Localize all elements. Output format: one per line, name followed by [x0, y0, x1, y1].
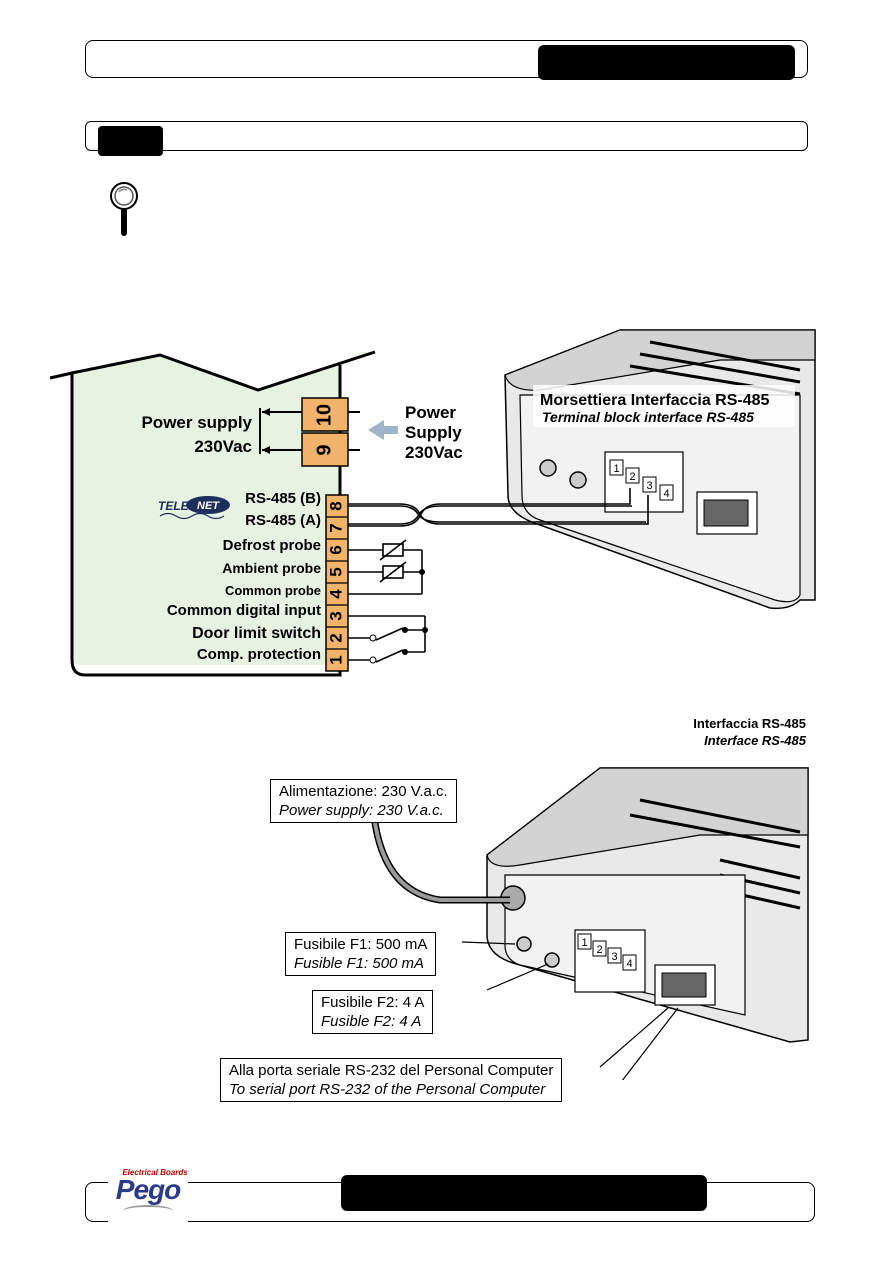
arrow-left-icon	[368, 420, 398, 440]
terminal-8-label: RS-485 (B)	[245, 490, 321, 507]
device-title-en: Terminal block interface RS-485	[542, 409, 754, 425]
svg-text:4: 4	[663, 488, 669, 500]
svg-text:3: 3	[611, 951, 617, 963]
interface-block-1: 1	[577, 933, 592, 950]
header-title-bar	[538, 45, 795, 80]
terminal-2-number: 2	[326, 633, 345, 642]
svg-text:NET: NET	[197, 500, 220, 512]
section-frame	[85, 121, 808, 151]
pego-logo-swirl-icon	[123, 1205, 173, 1217]
callout-fuse-f2-it: Fusibile F2: 4 A	[321, 994, 425, 1011]
device-block-3: 3	[642, 476, 657, 493]
interface-title-en: Interface RS-485	[704, 733, 806, 748]
callout-rs232-it: Alla porta seriale RS-232 del Personal C…	[229, 1062, 554, 1079]
callout-rs232-en: To serial port RS-232 of the Personal Co…	[229, 1081, 546, 1098]
interface-block-3: 3	[607, 947, 622, 964]
pego-logo-wordmark: Pego	[115, 1174, 181, 1205]
probe-wiring	[348, 539, 423, 595]
callout-fuse-f1-it: Fusibile F1: 500 mA	[294, 936, 428, 953]
callout-rs232: Alla porta seriale RS-232 del Personal C…	[220, 1058, 563, 1102]
terminal-10-number: 10	[313, 404, 335, 426]
callout-power-supply-it: Alimentazione: 230 V.a.c.	[279, 783, 448, 800]
terminal-8-number: 8	[326, 501, 345, 510]
svg-text:2: 2	[596, 944, 602, 956]
terminal-3-number: 3	[326, 611, 345, 620]
terminal-1-number: 1	[326, 655, 345, 664]
power-supply-right-2: Supply	[405, 423, 462, 442]
svg-text:TELE: TELE	[158, 499, 190, 513]
device-block-2: 2	[625, 467, 640, 484]
svg-text:4: 4	[626, 958, 632, 970]
power-supply-right-1: Power	[405, 403, 456, 422]
power-supply-right-3: 230Vac	[405, 443, 463, 462]
svg-text:2: 2	[629, 471, 635, 483]
telenet-logo: TELE NET	[158, 496, 230, 520]
fuse-f1-icon	[516, 936, 532, 952]
power-supply-label: Power supply	[141, 413, 252, 432]
callout-fuse-f2-en: Fusible F2: 4 A	[321, 1013, 422, 1030]
device-block-1: 1	[609, 459, 624, 476]
interface-illustration: 1 2 3 4	[368, 767, 809, 1080]
svg-text:1: 1	[581, 937, 587, 949]
callout-fuse-f1-en: Fusible F1: 500 mA	[294, 955, 425, 972]
callout-fuse-f2: Fusibile F2: 4 A Fusible F2: 4 A	[312, 990, 434, 1034]
terminal-5-number: 5	[326, 567, 345, 576]
magnifier-icon	[110, 182, 138, 236]
terminal-7-number: 7	[326, 523, 345, 532]
terminal-2-label: Door limit switch	[192, 625, 321, 642]
wiring-diagram: 1 2 3 4 Morsettiera Interfaccia RS-485 T…	[49, 329, 816, 677]
terminal-4-label: Common probe	[225, 583, 321, 598]
terminal-7-label: RS-485 (A)	[245, 512, 321, 529]
rs485-device-illustration: 1 2 3 4 Morsettiera Interfaccia RS-485 T…	[504, 329, 816, 610]
interface-block-4: 4	[622, 954, 637, 971]
device-title-it: Morsettiera Interfaccia RS-485	[540, 392, 770, 409]
power-supply-voltage: 230Vac	[194, 437, 252, 456]
callout-power-supply-en: Power supply: 230 V.a.c.	[279, 802, 444, 819]
device-block-4: 4	[659, 484, 674, 501]
terminal-9-number: 9	[313, 444, 335, 455]
terminal-5-label: Ambient probe	[222, 560, 321, 576]
svg-text:1: 1	[613, 463, 619, 475]
fuse-f2-icon	[544, 952, 560, 968]
footer-bar	[341, 1175, 707, 1211]
interface-block-2: 2	[592, 940, 607, 957]
callout-power-supply: Alimentazione: 230 V.a.c. Power supply: …	[270, 779, 457, 823]
terminal-4-number: 4	[326, 589, 345, 599]
digital-input-wiring	[348, 615, 426, 663]
terminal-6-label: Defrost probe	[223, 537, 321, 554]
rs485-wires	[348, 488, 649, 527]
callout-fuse-f1: Fusibile F1: 500 mA Fusible F1: 500 mA	[285, 932, 437, 976]
terminal-1-label: Comp. protection	[197, 646, 321, 663]
pego-logo-tagline: Electrical Boards	[122, 1168, 188, 1177]
pego-logo: Electrical Boards Pego	[108, 1168, 188, 1228]
svg-text:3: 3	[646, 480, 652, 492]
terminal-6-number: 6	[326, 545, 345, 554]
terminal-3-label: Common digital input	[167, 602, 321, 619]
interface-title-it: Interfaccia RS-485	[693, 716, 806, 731]
section-tab	[98, 126, 163, 156]
